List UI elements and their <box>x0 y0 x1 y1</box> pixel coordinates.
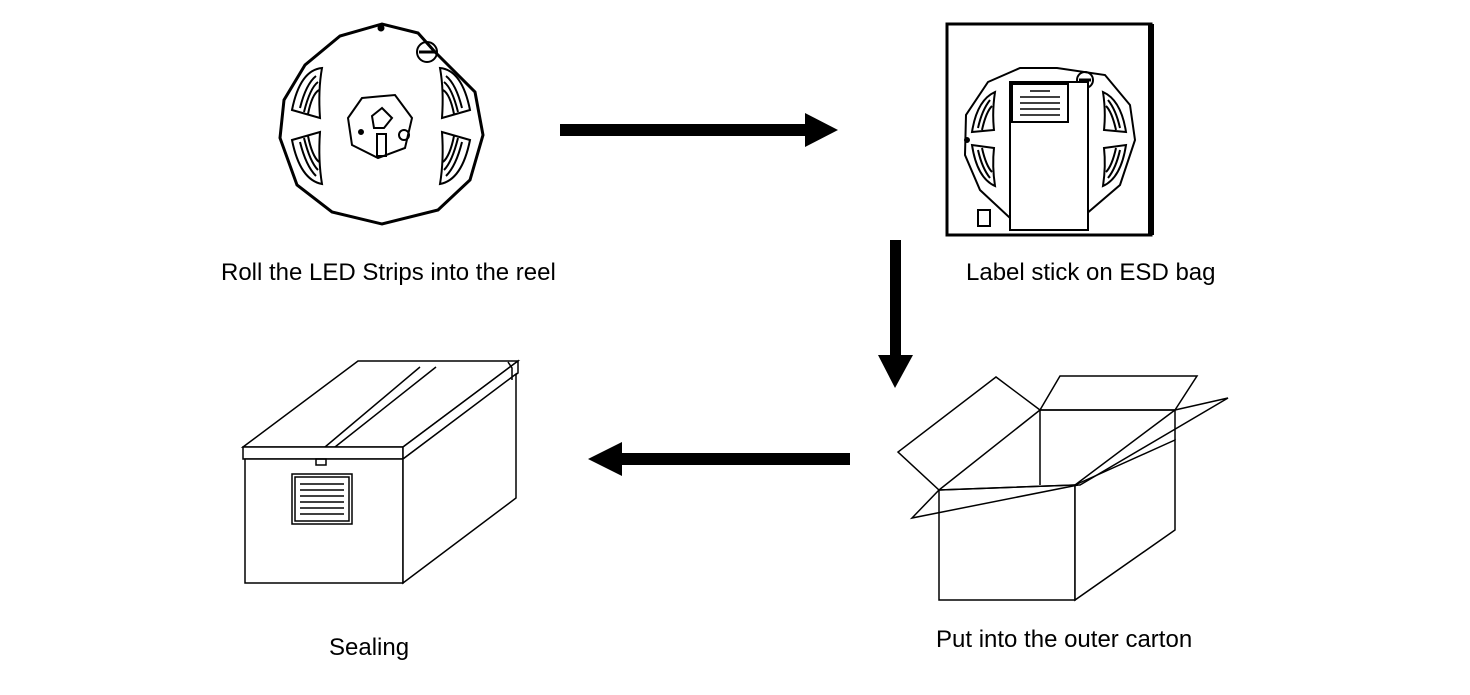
arrow-right <box>560 113 838 147</box>
caption-roll-reel: Roll the LED Strips into the reel <box>221 259 556 286</box>
open-carton-icon <box>896 375 1229 602</box>
sealed-box-icon <box>240 359 521 585</box>
arrow-left <box>588 442 850 476</box>
caption-label-esd-bag: Label stick on ESD bag <box>966 259 1216 286</box>
caption-outer-carton: Put into the outer carton <box>936 626 1193 653</box>
caption-sealing: Sealing <box>329 634 410 661</box>
led-reel-icon <box>278 22 485 226</box>
esd-bag-icon <box>945 22 1154 237</box>
arrow-down <box>878 240 913 388</box>
